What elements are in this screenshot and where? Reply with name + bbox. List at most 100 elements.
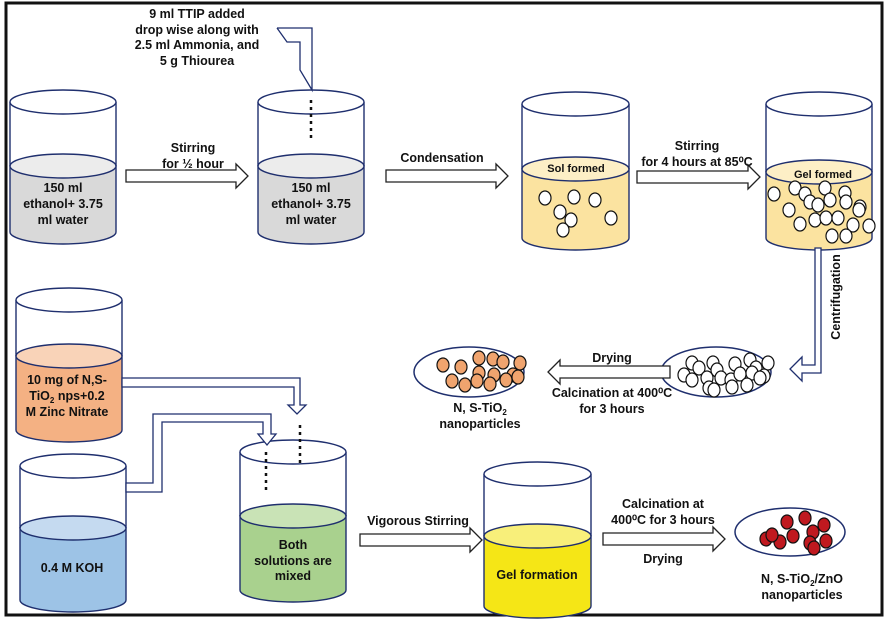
particle [782, 202, 796, 218]
beaker-rim [483, 461, 592, 487]
calcination-label: for 3 hours [579, 402, 644, 416]
particle [793, 216, 807, 232]
particle [798, 510, 812, 526]
particle [604, 210, 618, 226]
particle [818, 180, 832, 196]
arrow-koh-to-mixed [125, 413, 278, 493]
beaker1-label: 150 ml [44, 181, 83, 195]
koh-label: 0.4 M KOH [41, 561, 104, 575]
liquid [257, 165, 365, 245]
product1-label: N, S-TiO2 [453, 401, 507, 417]
subscript: 2 [50, 396, 55, 405]
particle [753, 370, 767, 386]
step5-drying-label: Drying [643, 552, 683, 566]
product2-label: N, S-TiO2/ZnO [761, 572, 843, 588]
arrow-calcination [602, 525, 726, 553]
liquid [521, 168, 630, 251]
particle [852, 202, 866, 218]
particle [458, 377, 472, 393]
particle [819, 533, 833, 549]
beaker-rim [15, 287, 123, 313]
arrow-zinc-to-mixed [121, 377, 308, 415]
liquid [15, 355, 123, 443]
beaker2-label: 150 ml [292, 181, 331, 195]
zinc-label: M Zinc Nitrate [26, 405, 109, 419]
particle [472, 350, 486, 366]
additive-note: 9 ml TTIP added drop wise along with 2.5… [135, 7, 260, 68]
particle [811, 197, 825, 213]
beaker-gel-formation [483, 461, 592, 619]
note-line: 2.5 ml Ammonia, and [135, 38, 260, 52]
beaker-rim [19, 453, 127, 479]
particle [496, 354, 510, 370]
beaker2-label: ml water [286, 213, 337, 227]
particle [553, 204, 567, 220]
liquid-surface [239, 503, 347, 529]
tio2-dish [413, 346, 527, 398]
drying-label: Drying [592, 351, 632, 365]
beaker1-label: ml water [38, 213, 89, 227]
centrifugation-label: Centrifugation [829, 254, 843, 339]
dropper-funnel-icon [276, 27, 313, 93]
text-part: nps+0.2 [54, 389, 104, 403]
beaker-rim [521, 91, 630, 117]
particle [761, 355, 775, 371]
step5-label: 400⁰C for 3 hours [611, 513, 715, 527]
arrow-condensation [385, 162, 509, 190]
particle [513, 355, 527, 371]
particle [692, 360, 706, 376]
frame-border [4, 1, 884, 617]
arrow-centrifugation [789, 247, 822, 383]
step3-label: for 4 hours at 85⁰C [641, 155, 752, 169]
note-line: 9 ml TTIP added [149, 7, 245, 21]
particle [825, 228, 839, 244]
arrow-stirring-4h [636, 163, 761, 191]
text-part: N, S-TiO [761, 572, 810, 586]
zinc-label: 10 mg of N,S- [27, 373, 107, 387]
particle [445, 373, 459, 389]
particle [823, 192, 837, 208]
particle [819, 210, 833, 226]
zno-dish [734, 507, 846, 557]
liquid [483, 535, 592, 619]
arrow-stirring [125, 162, 249, 190]
step5-label: Calcination at [622, 497, 705, 511]
product2-label: nanoparticles [761, 588, 842, 602]
particle [846, 217, 860, 233]
particle [740, 377, 754, 393]
product1-label: nanoparticles [439, 417, 520, 431]
text-part: /ZnO [815, 572, 844, 586]
gel-formed-label: Gel formed [794, 169, 852, 181]
beaker-rim [765, 91, 873, 117]
step3-label: Stirring [675, 139, 719, 153]
particle [765, 527, 779, 543]
particle [839, 228, 853, 244]
particle [470, 373, 484, 389]
particle [831, 210, 845, 226]
beaker1-label: ethanol+ 3.75 [23, 197, 103, 211]
subscript: 2 [502, 408, 507, 417]
particle [839, 194, 853, 210]
gel-formation-label: Gel formation [496, 568, 577, 582]
liquid [239, 515, 347, 603]
mixed-label: Both [279, 538, 307, 552]
note-line: 5 g Thiourea [160, 54, 235, 68]
particle [556, 222, 570, 238]
beaker-rim [9, 89, 117, 115]
particle [817, 517, 831, 533]
condensation-label: Condensation [400, 151, 483, 165]
particle [786, 528, 800, 544]
arrow-drying [547, 358, 671, 386]
calcination-label: Calcination at 400⁰C [552, 386, 672, 400]
particle [808, 212, 822, 228]
beaker-rim [239, 439, 347, 465]
particle [807, 540, 821, 556]
subscript: 2 [810, 579, 815, 588]
particle [780, 514, 794, 530]
particle [862, 218, 876, 234]
liquid-surface [483, 523, 592, 549]
note-line: drop wise along with [135, 23, 259, 37]
liquid [19, 527, 127, 613]
